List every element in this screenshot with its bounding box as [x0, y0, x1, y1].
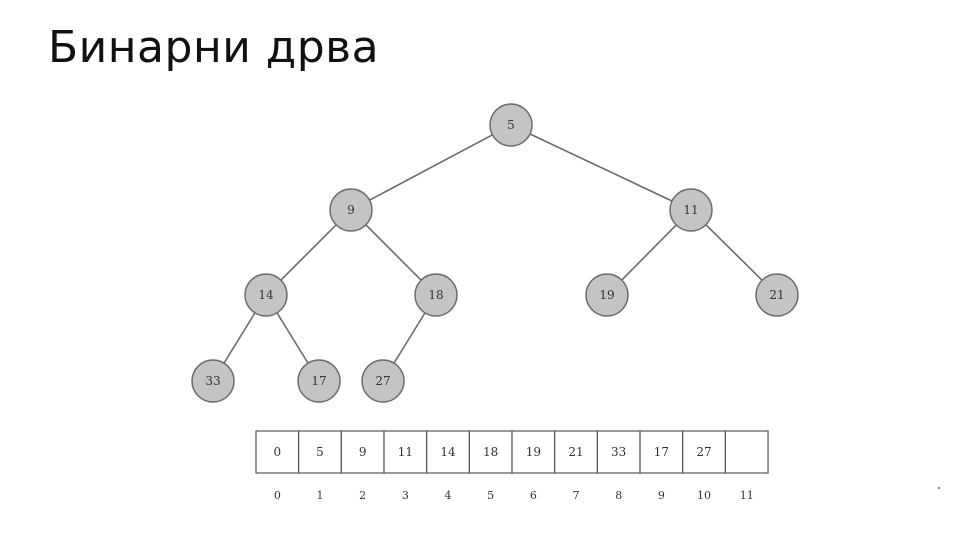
tree-node-label: 14 [258, 288, 274, 302]
corner-dot [938, 487, 940, 489]
array-index-label: 11 [740, 489, 754, 502]
tree-edge-5-11 [529, 133, 673, 202]
array-cell-11 [724, 430, 769, 474]
tree-node-circle [585, 273, 629, 317]
tree-node-circle [191, 359, 235, 403]
array-cell-value: 0 [274, 445, 282, 459]
tree-edge-9-14 [280, 224, 337, 281]
tree-node-label: 11 [683, 203, 698, 217]
array-cell-value: 11 [398, 445, 413, 459]
tree-node-circle [414, 273, 458, 317]
array-index-label: 6 [530, 489, 537, 502]
tree-node-label: 27 [375, 374, 390, 388]
array-index-label: 9 [658, 489, 665, 502]
tree-node-label: 17 [311, 374, 326, 388]
array-cell-value: 27 [696, 445, 711, 459]
tree-edge-9-18 [365, 224, 422, 281]
tree-node-label: 19 [599, 288, 614, 302]
tree-node-circle [361, 359, 405, 403]
array-cell-value: 17 [654, 445, 669, 459]
tree-node-circle [755, 273, 799, 317]
tree-node-27: 27 [361, 359, 405, 403]
array-cell-10: 27 [682, 430, 726, 474]
array-index-label: 3 [402, 489, 409, 502]
array-cell-1: 5 [298, 430, 342, 474]
array-cell-value: 5 [316, 445, 324, 459]
tree-edge-11-21 [705, 224, 763, 281]
tree-edge-18-27 [393, 312, 426, 364]
array-cell-5: 18 [468, 430, 513, 474]
tree-node-circle [669, 188, 713, 232]
tree-node-label: 9 [347, 203, 355, 217]
array-cell-box [682, 430, 726, 474]
array-cell-box [511, 430, 556, 474]
tree-edge-11-19 [621, 224, 677, 281]
array-index-label: 5 [487, 489, 494, 502]
array-index-label: 8 [615, 489, 622, 502]
array-index-label: 7 [573, 489, 580, 502]
tree-node-21: 21 [755, 273, 799, 317]
tree-node-circle [244, 273, 288, 317]
tree-node-11: 11 [669, 188, 713, 232]
array-index-label: 10 [697, 489, 711, 502]
tree-node-33: 33 [191, 359, 235, 403]
array-cell-8: 33 [596, 430, 641, 474]
array-cell-2: 9 [340, 430, 385, 474]
tree-node-circle [489, 103, 533, 147]
array-cell-box [340, 430, 385, 474]
array-cell-box [639, 430, 684, 474]
array-index-label: 2 [359, 489, 366, 502]
tree-node-label: 5 [507, 118, 515, 132]
tree-node-circle [297, 359, 341, 403]
tree-node-14: 14 [244, 273, 288, 317]
array-index-label: 1 [317, 489, 324, 502]
tree-node-18: 18 [414, 273, 458, 317]
array-cell-value: 14 [440, 445, 456, 459]
tree-node-circle [329, 188, 373, 232]
array-cell-box [724, 430, 769, 474]
array-indices: 0 1 2 3 4 5 6 7 8 9 10 11 [274, 489, 754, 502]
array-cell-7: 21 [554, 430, 598, 474]
array-cell-value: 33 [611, 445, 626, 459]
array-cell-value: 21 [568, 445, 583, 459]
array-cell-0: 0 [255, 430, 300, 474]
tree-edge-5-9 [369, 134, 493, 201]
array-cell-6: 19 [511, 430, 556, 474]
array-cell-9: 17 [639, 430, 684, 474]
array-cell-value: 18 [483, 445, 498, 459]
slide-title: Бинарни дрва [48, 22, 380, 73]
array-cell-3: 11 [383, 430, 428, 474]
tree-edge-14-33 [223, 312, 256, 364]
tree-node-label: 18 [428, 288, 443, 302]
array-cell-box [554, 430, 598, 474]
array-cell-4: 14 [426, 430, 470, 474]
array-index-label: 4 [445, 489, 452, 502]
tree-node-19: 19 [585, 273, 629, 317]
tree-node-9: 9 [329, 188, 373, 232]
tree-node-label: 21 [769, 288, 784, 302]
array-index-label: 0 [274, 489, 281, 502]
array-cell-value: 19 [526, 445, 541, 459]
array-cell-value: 9 [359, 445, 367, 459]
tree-edges [223, 133, 763, 364]
heap-array: 0 5 9 11 14 18 19 21 33 17 27 [255, 430, 769, 474]
tree-nodes: 5 9 11 14 18 19 21 33 17 27 [191, 103, 799, 403]
tree-node-5: 5 [489, 103, 533, 147]
tree-edge-14-17 [276, 312, 309, 364]
tree-node-17: 17 [297, 359, 341, 403]
array-cell-box [426, 430, 470, 474]
tree-node-label: 33 [205, 374, 220, 388]
